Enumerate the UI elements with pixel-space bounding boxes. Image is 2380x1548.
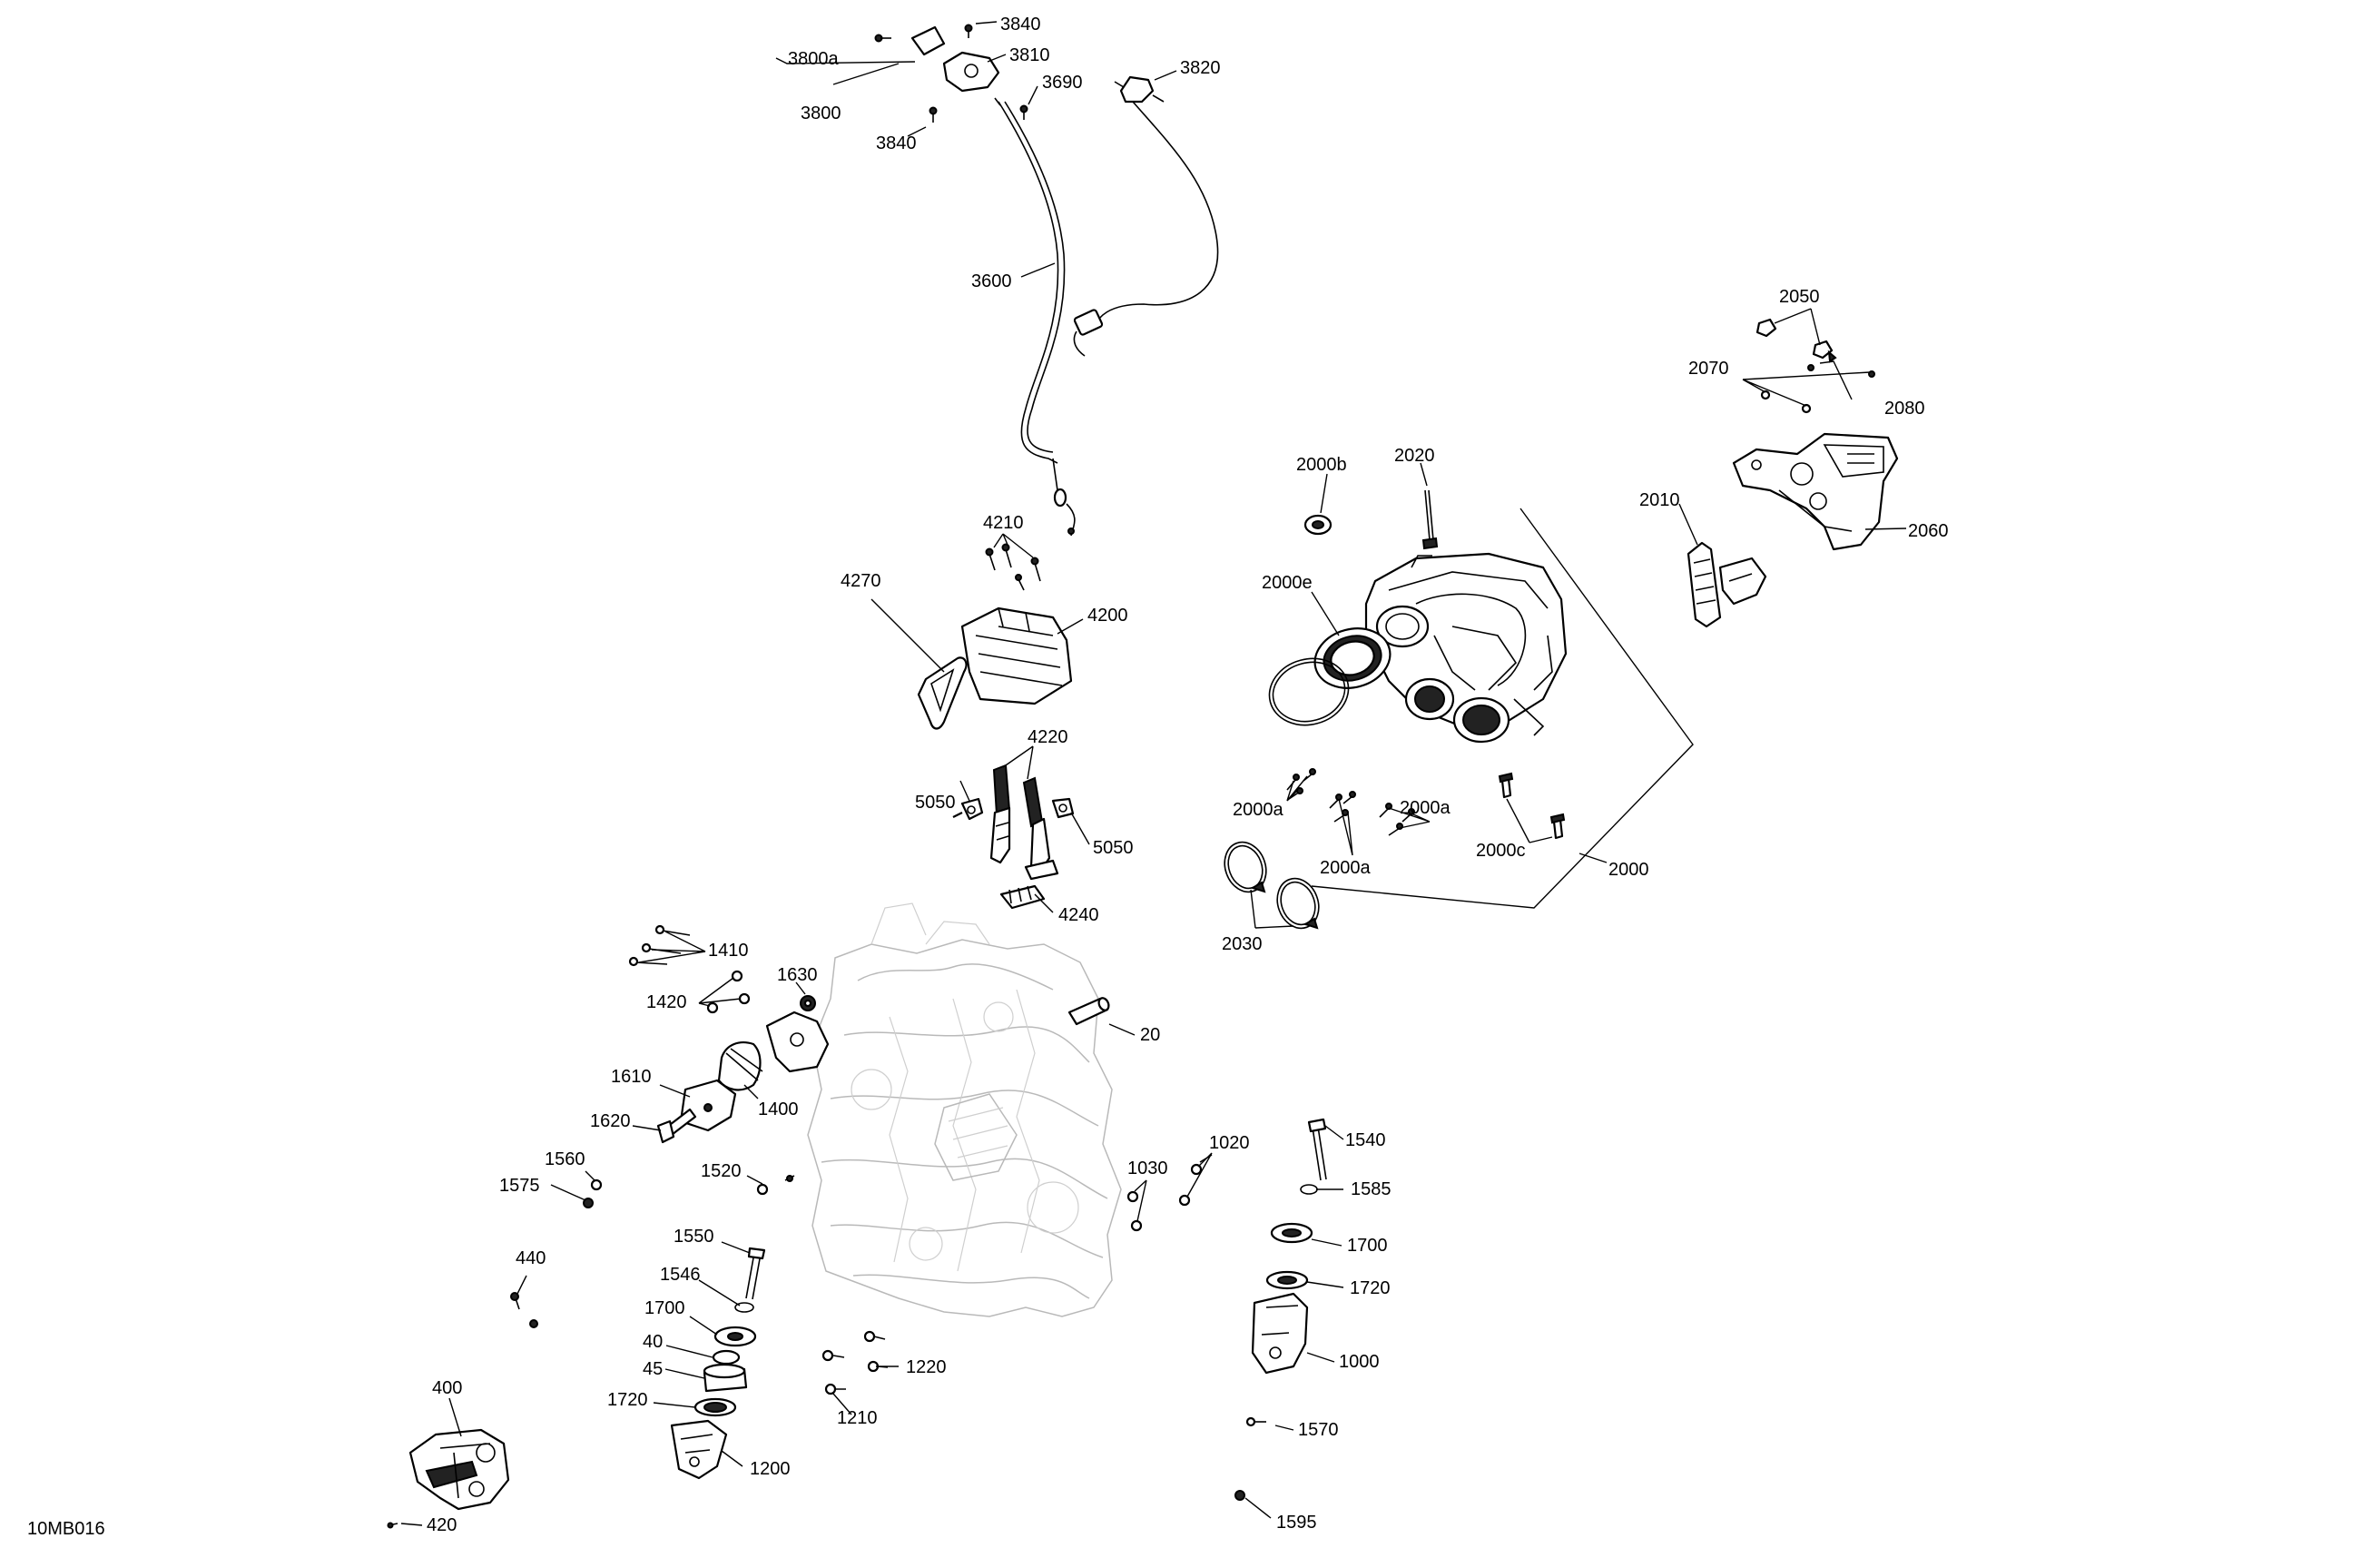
connector-shape xyxy=(1073,309,1104,336)
callout-label-3840a: 3840 xyxy=(1000,15,1041,35)
callout-label-1585: 1585 xyxy=(1351,1179,1392,1199)
mount-1400-shape xyxy=(765,1011,830,1073)
callout-label-3800: 3800 xyxy=(801,104,841,123)
callout-label-1220: 1220 xyxy=(906,1357,947,1377)
callout-label-1720b: 1720 xyxy=(1350,1278,1391,1298)
callout-labels: 3840 3800a 3810 3800 3690 3840 3820 3600 2050 207… xyxy=(427,15,1949,1535)
switch-3810-shape xyxy=(942,51,1000,93)
callout-label-45: 45 xyxy=(643,1359,663,1379)
callout-label-4210: 4210 xyxy=(983,513,1024,533)
callout-label-3840b: 3840 xyxy=(876,133,917,153)
callout-label-1210: 1210 xyxy=(837,1408,878,1428)
callout-label-4240: 4240 xyxy=(1058,905,1099,925)
callout-label-1570: 1570 xyxy=(1298,1420,1339,1440)
callout-label-2020: 2020 xyxy=(1394,446,1435,466)
callout-label-1610: 1610 xyxy=(611,1067,652,1087)
callout-label-1400: 1400 xyxy=(758,1099,799,1119)
callout-label-1575: 1575 xyxy=(499,1176,540,1196)
callout-label-1560: 1560 xyxy=(545,1149,585,1169)
strap-4220a-shape xyxy=(992,764,1011,816)
callout-label-40: 40 xyxy=(643,1332,663,1352)
callout-label-2000a3: 2000a xyxy=(1320,858,1371,878)
callout-label-1000: 1000 xyxy=(1339,1352,1380,1372)
callout-label-1550: 1550 xyxy=(674,1227,714,1247)
callout-label-440: 440 xyxy=(516,1248,546,1268)
bracket-3800a-shape xyxy=(910,25,946,56)
callout-label-2000a2: 2000a xyxy=(1400,798,1451,818)
callout-label-1420: 1420 xyxy=(646,992,687,1012)
drawing-code: 10MB016 xyxy=(27,1519,105,1539)
callout-label-1620: 1620 xyxy=(590,1111,631,1131)
callout-label-2000a1: 2000a xyxy=(1233,800,1283,820)
callout-label-2030: 2030 xyxy=(1222,934,1263,954)
bracket-2060-shape xyxy=(1732,432,1899,551)
callout-label-1410: 1410 xyxy=(708,941,749,961)
strap-4220b-shape xyxy=(1022,776,1044,828)
callout-label-4270: 4270 xyxy=(841,571,881,591)
boot-2010-shape xyxy=(1687,541,1722,628)
callout-label-1020: 1020 xyxy=(1209,1133,1250,1153)
callout-label-1200: 1200 xyxy=(750,1459,791,1479)
callout-label-2080: 2080 xyxy=(1884,399,1925,419)
callout-label-1030: 1030 xyxy=(1127,1159,1168,1178)
callout-label-1720a: 1720 xyxy=(607,1390,648,1410)
callout-label-2010: 2010 xyxy=(1639,490,1680,510)
callout-label-1540: 1540 xyxy=(1345,1130,1386,1150)
module-4200-shape xyxy=(960,606,1073,705)
callout-label-1700b: 1700 xyxy=(1347,1236,1388,1256)
callout-label-3810: 3810 xyxy=(1009,45,1050,65)
sensor-3820-shape xyxy=(1119,75,1155,104)
callout-label-3690: 3690 xyxy=(1042,73,1083,93)
leader-lines xyxy=(400,21,1907,1526)
callout-label-420: 420 xyxy=(427,1515,457,1535)
callout-label-1595: 1595 xyxy=(1276,1513,1317,1533)
callout-label-2000b: 2000b xyxy=(1296,455,1347,475)
bracket-1200-shape xyxy=(670,1419,728,1480)
callout-label-2000e: 2000e xyxy=(1262,573,1313,593)
callout-label-1520: 1520 xyxy=(701,1161,742,1181)
callout-label-2000c: 2000c xyxy=(1476,841,1526,861)
callout-label-20: 20 xyxy=(1140,1025,1160,1045)
callout-label-400: 400 xyxy=(432,1378,462,1398)
callout-label-3820: 3820 xyxy=(1180,58,1221,78)
callout-label-5050b: 5050 xyxy=(1093,838,1134,858)
callout-label-2060: 2060 xyxy=(1908,521,1949,541)
callout-label-2050: 2050 xyxy=(1779,287,1820,307)
part-shapes xyxy=(387,24,1899,1529)
callout-label-2000: 2000 xyxy=(1608,860,1649,880)
belt-4270-shape xyxy=(917,656,968,730)
callout-label-3600: 3600 xyxy=(971,271,1012,291)
callout-label-5050a: 5050 xyxy=(915,793,956,813)
callout-label-4200: 4200 xyxy=(1087,606,1128,626)
cable-3600-shape xyxy=(998,101,1059,464)
engine-ghost xyxy=(807,902,1122,1317)
callout-label-3800a: 3800a xyxy=(788,49,839,69)
callout-label-4220: 4220 xyxy=(1028,727,1068,747)
callout-label-2070: 2070 xyxy=(1688,359,1729,379)
callout-label-1700a: 1700 xyxy=(644,1298,685,1318)
callout-label-1546: 1546 xyxy=(660,1265,701,1285)
callout-label-1630: 1630 xyxy=(777,965,818,985)
